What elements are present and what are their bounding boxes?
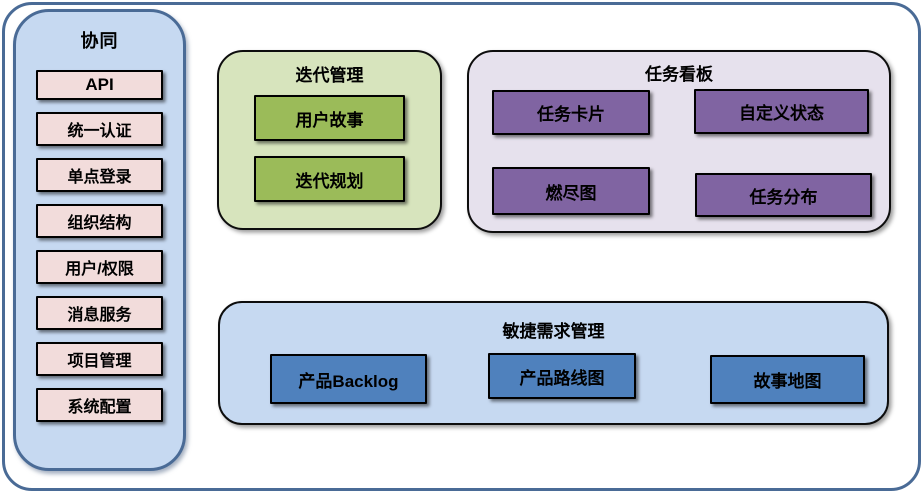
node-iteration-planning: 迭代规划 — [254, 156, 405, 202]
node-custom-status: 自定义状态 — [694, 89, 869, 134]
collaboration-panel: 协同 API 统一认证 单点登录 组织结构 用户/权限 消息服务 项目管理 系统… — [13, 9, 186, 471]
sidebar-item-system-config: 系统配置 — [36, 388, 163, 422]
sidebar-item-user-permission: 用户/权限 — [36, 250, 163, 284]
node-product-roadmap: 产品路线图 — [488, 353, 636, 399]
sidebar-item-unified-auth: 统一认证 — [36, 112, 163, 146]
sidebar-item-org-structure: 组织结构 — [36, 204, 163, 238]
node-product-backlog: 产品Backlog — [270, 354, 427, 404]
sidebar-item-message-service: 消息服务 — [36, 296, 163, 330]
task-board-group-title: 任务看板 — [645, 65, 713, 84]
sidebar-item-project-management: 项目管理 — [36, 342, 163, 376]
iteration-group-title: 迭代管理 — [295, 66, 364, 85]
collaboration-panel-title: 协同 — [80, 31, 119, 51]
node-burndown-chart: 燃尽图 — [492, 167, 650, 215]
group-agile-requirement-management: 敏捷需求管理 产品Backlog 产品路线图 故事地图 — [218, 301, 889, 425]
sidebar-item-sso: 单点登录 — [36, 158, 163, 192]
node-task-distribution: 任务分布 — [695, 173, 872, 217]
node-user-story: 用户故事 — [254, 95, 405, 141]
collaboration-item-list: API 统一认证 单点登录 组织结构 用户/权限 消息服务 项目管理 系统配置 — [36, 70, 163, 422]
sidebar-item-api: API — [36, 70, 163, 100]
node-task-card: 任务卡片 — [492, 90, 650, 135]
agile-group-title: 敏捷需求管理 — [502, 322, 605, 341]
node-story-map: 故事地图 — [710, 355, 865, 404]
group-task-board: 任务看板 任务卡片 自定义状态 燃尽图 任务分布 — [467, 50, 891, 233]
group-iteration-management: 迭代管理 用户故事 迭代规划 — [217, 50, 442, 230]
